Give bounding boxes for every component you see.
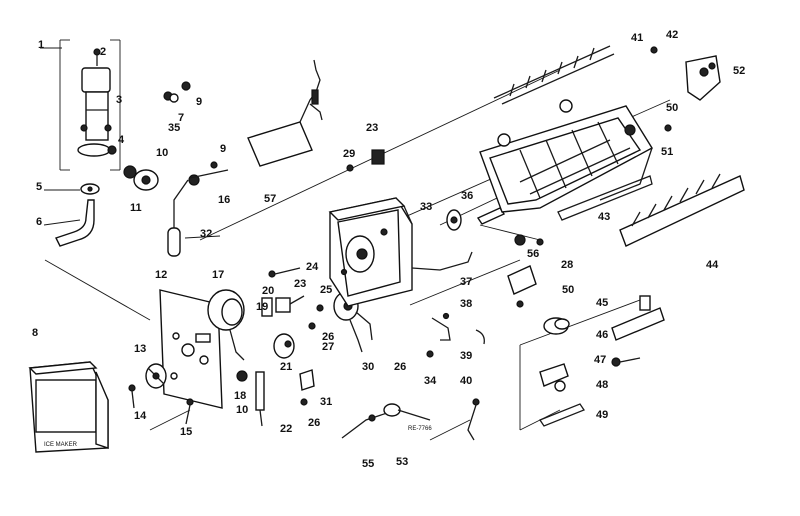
retainer-clip: [346, 149, 385, 172]
bracket-28: [507, 265, 537, 308]
callout-10-second: 10: [236, 404, 248, 416]
callout-37: 37: [460, 276, 472, 288]
switch-cluster: [261, 267, 305, 317]
callout-57: 57: [264, 193, 276, 205]
callout-50: 50: [562, 284, 574, 296]
callout-12: 12: [155, 269, 167, 281]
callout-11: 11: [130, 202, 142, 214]
spring-39: [475, 329, 485, 345]
callout-45: 45: [596, 297, 608, 309]
callout-13: 13: [134, 343, 146, 355]
motor: [207, 289, 245, 361]
callout-41: 41: [631, 32, 643, 44]
screws-left: [128, 384, 194, 425]
thermostat: [273, 333, 295, 359]
callout-21: 21: [280, 361, 292, 373]
water-valve-parts: [539, 295, 665, 427]
grommets: [163, 81, 191, 103]
ejector-comb: [493, 45, 615, 105]
callout-36: 36: [461, 190, 473, 202]
callout-50-second: 50: [666, 102, 678, 114]
fill-cup: [123, 161, 218, 191]
callout-55: 55: [362, 458, 374, 470]
drive-gear: [145, 363, 167, 389]
callout-18: 18: [234, 390, 246, 402]
callout-28: 28: [561, 259, 573, 271]
callout-4: 4: [118, 134, 125, 146]
callout-44: 44: [706, 259, 719, 271]
fill-tube: [55, 199, 95, 247]
callout-labels: 1 2 3 4 5 6 7 8 9 35 10 9 11 16 32 57 12…: [32, 29, 745, 470]
ice-mold: [479, 99, 653, 213]
ice-stripper-rake: [619, 173, 745, 247]
callout-40: 40: [460, 375, 472, 387]
callout-19: 19: [256, 301, 268, 313]
callout-53: 53: [396, 456, 408, 468]
tube-clamp: [80, 183, 100, 195]
callout-10: 10: [156, 147, 168, 159]
mounting-plate: [159, 289, 223, 409]
callout-49: 49: [596, 409, 608, 421]
callout-17: 17: [212, 269, 224, 281]
stripper: [557, 175, 653, 221]
callout-24: 24: [306, 261, 319, 273]
callout-8: 8: [32, 327, 38, 339]
callout-22: 22: [280, 423, 292, 435]
callout-39: 39: [460, 350, 472, 362]
callout-52: 52: [733, 65, 745, 77]
callout-26-third: 26: [394, 361, 406, 373]
wire-37: [411, 251, 473, 271]
end-cap: [650, 46, 721, 132]
ejector-gear: [446, 209, 462, 231]
callout-23: 23: [294, 278, 306, 290]
callout-1: 1: [38, 39, 44, 51]
callout-16: 16: [218, 194, 230, 206]
callout-14: 14: [134, 410, 147, 422]
plate-text: ICE MAKER: [44, 442, 78, 448]
control-housing: [328, 197, 413, 307]
callout-43: 43: [598, 211, 610, 223]
screw-34: [426, 350, 434, 358]
front-cover: ICE MAKER: [28, 361, 109, 453]
callout-51: 51: [661, 146, 673, 158]
callout-3: 3: [116, 94, 122, 106]
callout-38: 38: [460, 298, 472, 310]
callout-31: 31: [320, 396, 332, 408]
shaft-parts: [476, 207, 544, 246]
callout-25: 25: [320, 284, 332, 296]
callout-2: 2: [100, 46, 106, 58]
callout-47: 47: [594, 354, 606, 366]
fill-tube-heater: [167, 169, 229, 257]
water-valve-bracket: [77, 48, 117, 157]
wire-40: [467, 398, 480, 441]
callout-20: 20: [262, 285, 274, 297]
shutoff-arm: [236, 370, 265, 427]
callout-5: 5: [36, 181, 42, 193]
callout-48: 48: [596, 379, 608, 391]
callout-35: 35: [168, 122, 180, 134]
callout-23-second: 23: [366, 122, 378, 134]
callout-56: 56: [527, 248, 539, 260]
callout-7: 7: [178, 112, 184, 124]
callout-15: 15: [180, 426, 192, 438]
callout-26: 26: [322, 331, 334, 343]
callout-34: 34: [424, 375, 437, 387]
callout-9-second: 9: [220, 143, 226, 155]
callout-9: 9: [196, 96, 202, 108]
callout-27: 27: [322, 341, 334, 353]
callout-29: 29: [343, 148, 355, 160]
callout-30: 30: [362, 361, 374, 373]
callout-42: 42: [666, 29, 678, 41]
callout-26-second: 26: [308, 417, 320, 429]
callout-32: 32: [200, 228, 212, 240]
callout-46: 46: [596, 329, 608, 341]
power-cord: RE-7766: [341, 403, 432, 439]
cord-text: RE-7766: [408, 426, 432, 432]
wiring-harness-card: [247, 59, 323, 167]
callout-6: 6: [36, 216, 42, 228]
callout-33: 33: [420, 201, 432, 213]
bracket-38: [431, 312, 451, 341]
cam-and-spring: [299, 304, 324, 406]
